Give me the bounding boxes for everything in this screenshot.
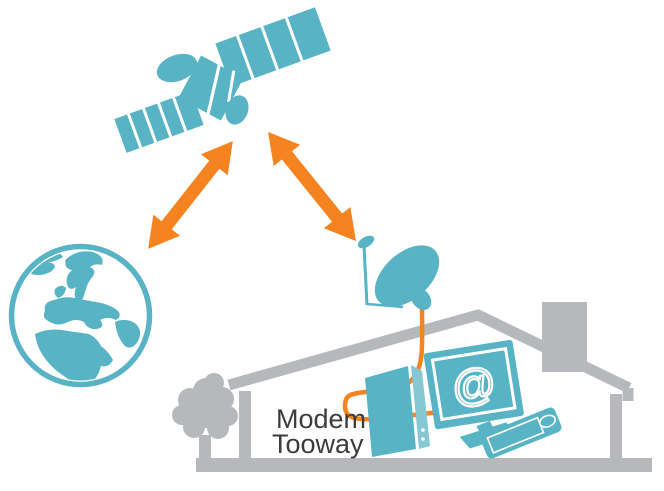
modem-led	[421, 428, 425, 432]
house-solids	[172, 302, 587, 465]
monitor: @	[423, 339, 524, 449]
modem-label: Modem Tooway	[272, 404, 366, 459]
dish-mast	[362, 245, 369, 306]
panel-divider	[284, 17, 304, 62]
roof	[227, 309, 632, 393]
keyboard	[480, 407, 562, 459]
modem-label-line1: Modem	[276, 404, 366, 434]
house-outline	[196, 309, 652, 472]
keyboard-oval-detail	[539, 414, 557, 428]
body-facet-line	[227, 70, 236, 103]
body-facet-line	[206, 62, 222, 117]
tree	[172, 373, 238, 465]
satellite-body	[178, 55, 244, 121]
continent-africa	[35, 329, 113, 381]
modem-led	[421, 437, 425, 441]
monitor-screen	[430, 346, 517, 422]
modem-front	[365, 366, 416, 457]
solar-panel-left	[114, 91, 204, 153]
panel-divider	[142, 107, 158, 143]
continent-europe	[43, 297, 120, 330]
satellite-thruster	[225, 95, 249, 125]
tree-trunk	[199, 435, 211, 465]
satellite-antenna-dish	[156, 53, 198, 83]
solar-panel-right	[215, 7, 331, 87]
user-dish	[357, 235, 440, 310]
monitor-body	[423, 339, 524, 430]
modem-side	[411, 365, 430, 449]
satellite-dish-arrow	[268, 132, 356, 241]
dish-feed-horn	[357, 235, 375, 249]
dish-reflector	[374, 245, 440, 307]
panel-divider	[260, 26, 279, 71]
modem-label-line2: Tooway	[272, 429, 364, 459]
continent-uk	[54, 285, 66, 298]
earth-globe	[8, 243, 153, 388]
modem	[365, 365, 430, 457]
continent-arabia	[115, 319, 141, 348]
panel-divider	[157, 102, 173, 138]
at-symbol: @	[448, 358, 500, 413]
panel-divider	[127, 113, 143, 149]
satellite-earth-arrow	[148, 141, 233, 249]
satellite	[114, 7, 331, 153]
antenna-stem	[192, 76, 200, 84]
computer: @	[423, 339, 562, 459]
panel-divider	[236, 34, 255, 80]
panel-divider	[172, 97, 188, 132]
continent-scandinavia	[65, 251, 103, 303]
